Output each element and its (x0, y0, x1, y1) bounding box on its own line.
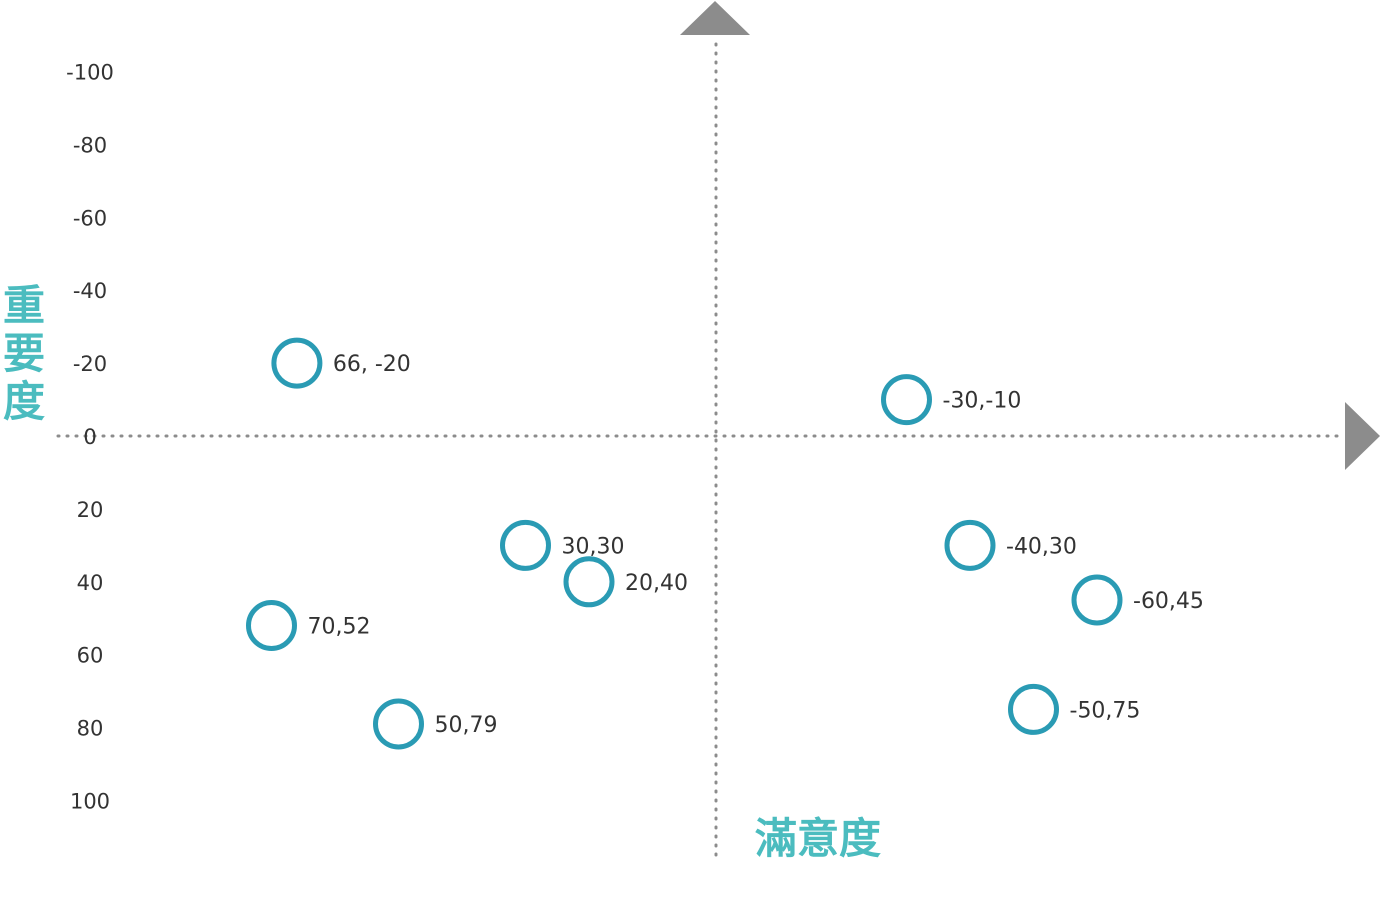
y-tick-labels: -100 -80 -60 -40 -20 0 20 40 60 80 100 (66, 61, 114, 814)
data-point-marker (563, 556, 615, 608)
data-point-marker (373, 698, 424, 750)
data-point-label: -40,30 (1006, 534, 1077, 559)
data-point-marker (500, 519, 551, 571)
data-point-label: 20,40 (625, 571, 688, 596)
x-axis-title: 滿意度 (755, 814, 881, 863)
data-point-marker (271, 337, 323, 389)
y-tick-label: 0 (83, 425, 96, 449)
y-tick-label: 60 (77, 644, 104, 668)
axes (56, 1, 1380, 860)
y-tick-label: 20 (77, 498, 104, 522)
x-axis-arrow-icon (1345, 402, 1380, 470)
data-point-marker (1071, 574, 1123, 626)
data-point-label: -30,-10 (943, 389, 1022, 414)
y-tick-label: -100 (66, 61, 114, 85)
y-axis-arrow-icon (680, 1, 750, 35)
data-point-label: 50,79 (435, 713, 498, 738)
y-axis-title: 重要度 (3, 281, 45, 426)
data-point-label: 30,30 (562, 534, 625, 559)
data-point-label: 66, -20 (333, 352, 411, 377)
data-point-marker (881, 374, 932, 426)
y-tick-label: -60 (73, 206, 107, 230)
data-point-label: -60,45 (1133, 589, 1204, 614)
y-tick-label: 100 (70, 790, 110, 814)
y-tick-label: 80 (77, 717, 104, 741)
data-point-label: 70,52 (308, 615, 371, 640)
y-tick-label: 40 (77, 571, 104, 595)
data-point-label: -50,75 (1070, 698, 1141, 723)
data-point-marker (246, 600, 297, 651)
y-tick-label: -80 (73, 133, 107, 157)
data-point-marker (944, 519, 996, 571)
y-tick-label: -20 (73, 352, 107, 376)
y-tick-label: -40 (73, 279, 107, 303)
data-point-marker (1008, 683, 1059, 735)
